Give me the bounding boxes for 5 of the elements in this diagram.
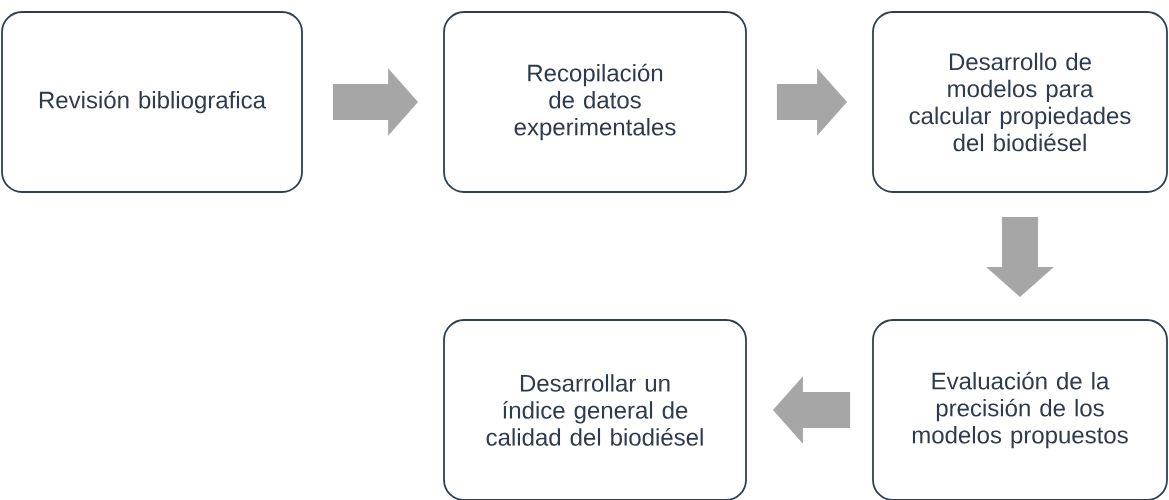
process-box: Recopilación de datos experimentales xyxy=(443,11,747,193)
process-box: Desarrollo de modelos para calcular propiedades del biodiésel xyxy=(872,11,1168,193)
process-box: Revisión bibliografica xyxy=(1,11,303,193)
process-box: Desarrollar un índice general de calidad del biodiésel xyxy=(443,319,747,500)
process-box: Evaluación de la precisión de los modelos propuestos xyxy=(872,319,1168,500)
